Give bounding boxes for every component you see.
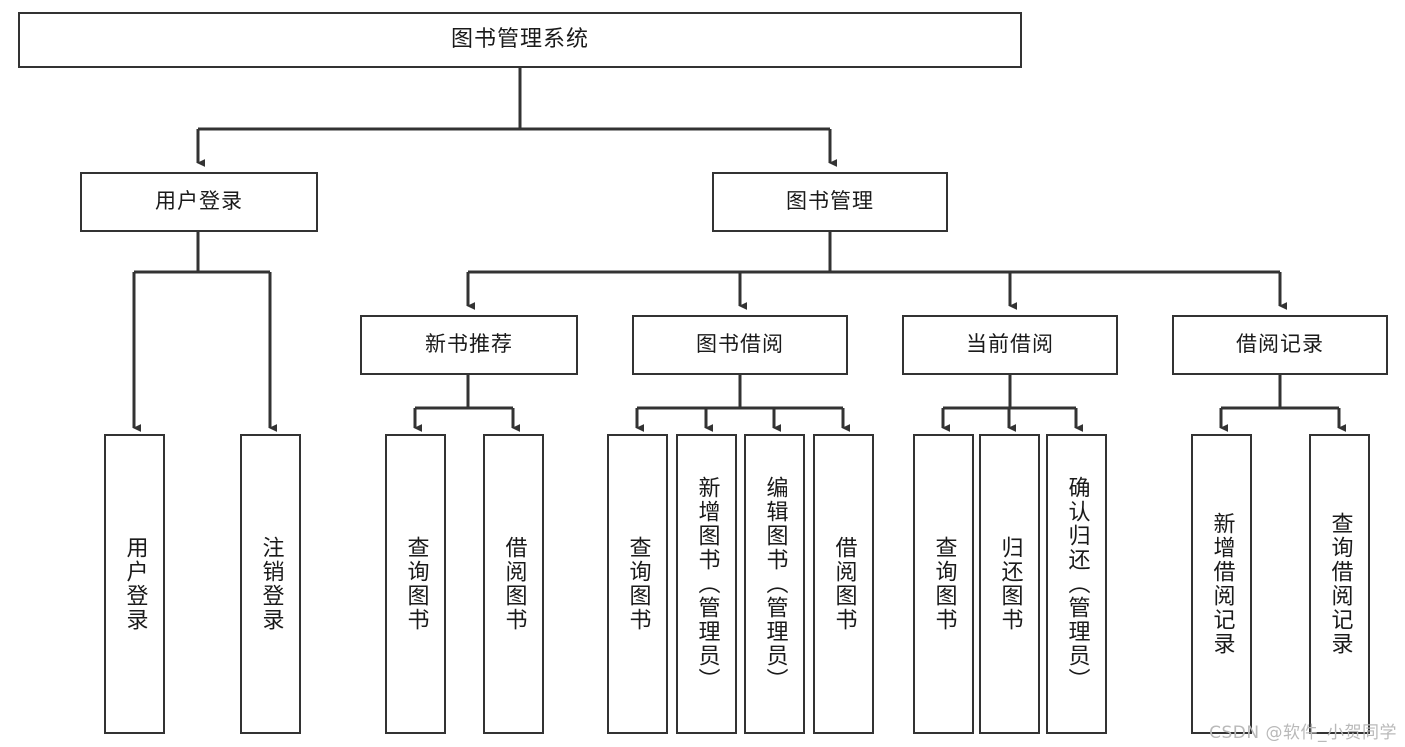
node-new-book-recommend[interactable]: 新书推荐	[360, 315, 578, 375]
leaf-user-login-logout[interactable]: 注销登录	[240, 434, 301, 734]
node-label: 借阅图书	[831, 536, 857, 632]
leaf-borrow-record-add[interactable]: 新增借阅记录	[1191, 434, 1252, 734]
node-label: 新增借阅记录	[1209, 512, 1235, 656]
node-label: 编辑图书（管理员）	[762, 476, 788, 692]
node-label: 归还图书	[997, 536, 1023, 632]
node-label: 确认归还（管理员）	[1064, 476, 1090, 692]
node-label: 用户登录	[122, 536, 148, 632]
node-label: 图书管理系统	[450, 26, 589, 52]
leaf-current-borrow-confirm-return[interactable]: 确认归还（管理员）	[1046, 434, 1107, 734]
node-root-system[interactable]: 图书管理系统	[18, 12, 1022, 68]
node-label: 图书借阅	[696, 332, 784, 357]
leaf-user-login-login[interactable]: 用户登录	[104, 434, 165, 734]
leaf-book-borrow-edit[interactable]: 编辑图书（管理员）	[744, 434, 805, 734]
node-label: 图书管理	[786, 189, 874, 214]
node-label: 查询图书	[403, 536, 429, 632]
leaf-book-borrow-query[interactable]: 查询图书	[607, 434, 668, 734]
node-label: 查询图书	[625, 536, 651, 632]
node-label: 用户登录	[155, 189, 243, 214]
node-label: 当前借阅	[966, 332, 1054, 357]
leaf-current-borrow-query[interactable]: 查询图书	[913, 434, 974, 734]
leaf-new-book-borrow[interactable]: 借阅图书	[483, 434, 544, 734]
node-label: 注销登录	[258, 536, 284, 632]
leaf-borrow-record-query[interactable]: 查询借阅记录	[1309, 434, 1370, 734]
node-label: 新增图书（管理员）	[694, 476, 720, 692]
node-current-borrow[interactable]: 当前借阅	[902, 315, 1118, 375]
leaf-new-book-query[interactable]: 查询图书	[385, 434, 446, 734]
node-book-management[interactable]: 图书管理	[712, 172, 948, 232]
node-book-borrow[interactable]: 图书借阅	[632, 315, 848, 375]
leaf-book-borrow-borrow[interactable]: 借阅图书	[813, 434, 874, 734]
node-label: 新书推荐	[425, 332, 513, 357]
node-label: 借阅记录	[1236, 332, 1324, 357]
node-borrow-record[interactable]: 借阅记录	[1172, 315, 1388, 375]
node-label: 查询借阅记录	[1327, 512, 1353, 656]
node-user-login[interactable]: 用户登录	[80, 172, 318, 232]
node-label: 查询图书	[931, 536, 957, 632]
watermark-text: CSDN @软件_小贺同学	[1209, 723, 1397, 743]
leaf-current-borrow-return[interactable]: 归还图书	[979, 434, 1040, 734]
leaf-book-borrow-add[interactable]: 新增图书（管理员）	[676, 434, 737, 734]
node-label: 借阅图书	[501, 536, 527, 632]
